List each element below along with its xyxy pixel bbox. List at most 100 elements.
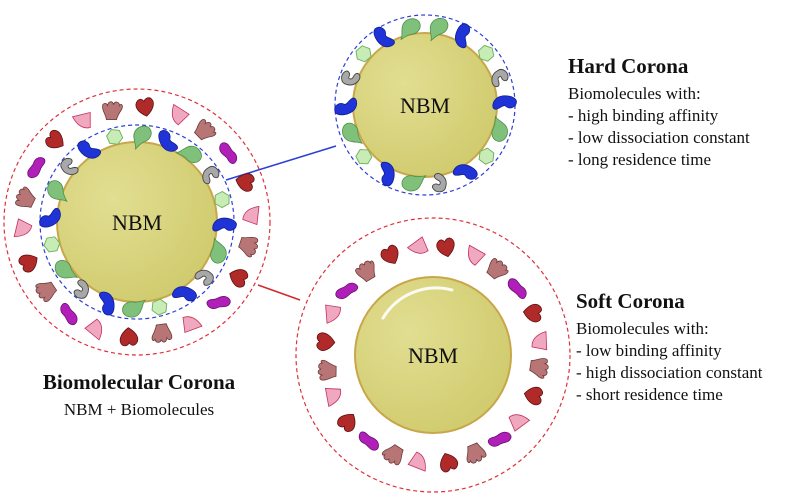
brown-molecule-icon [15, 186, 36, 208]
pink-molecule-icon [13, 218, 33, 238]
grey-molecule-icon [60, 157, 79, 175]
red-molecule-icon [436, 237, 455, 258]
soft-corona-connector [257, 284, 301, 301]
nbm-core-label: NBM [408, 343, 458, 368]
hexagon-molecule-icon [477, 44, 495, 62]
blue-molecule-icon [455, 23, 471, 49]
purple-molecule-icon [487, 431, 512, 447]
soft-corona-boundary [295, 217, 571, 493]
green-molecule-icon [175, 145, 202, 164]
soft-corona-title: Soft Corona [576, 289, 685, 313]
green-molecule-icon [400, 18, 421, 41]
brown-molecule-icon [102, 101, 123, 120]
blue-molecule-icon [39, 208, 61, 228]
pink-molecule-icon [407, 451, 426, 472]
hexagon-molecule-icon [43, 236, 61, 253]
green-molecule-icon [54, 259, 79, 279]
outer-soft-boundary [3, 88, 271, 356]
hard-corona-molecules [334, 18, 517, 193]
blue-molecule-icon [158, 130, 178, 152]
red-molecule-icon [235, 173, 255, 192]
red-molecule-icon [523, 386, 544, 406]
red-molecule-icon [380, 244, 399, 264]
list-item: - low binding affinity [576, 341, 722, 360]
brown-molecule-icon [194, 119, 217, 141]
brown-molecule-icon [466, 442, 487, 464]
grey-molecule-icon [341, 70, 361, 86]
green-molecule-icon [210, 237, 227, 264]
green-molecule-icon [133, 125, 152, 151]
hexagon-molecule-icon [151, 298, 168, 316]
green-molecule-icon [342, 122, 363, 145]
pink-molecule-icon [71, 111, 91, 129]
soft-corona-intro: Biomolecules with: [576, 319, 709, 338]
blue-molecule-icon [334, 97, 358, 116]
purple-molecule-icon [219, 142, 238, 164]
biomolecular-corona-title: Biomolecular Corona [42, 370, 236, 394]
brown-molecule-icon [355, 260, 376, 283]
blue-molecule-icon [380, 161, 395, 187]
list-item: - high dissociation constant [576, 363, 763, 382]
blue-molecule-icon [172, 286, 198, 302]
purple-molecule-icon [507, 278, 527, 299]
purple-molecule-icon [27, 157, 46, 179]
pink-molecule-icon [84, 318, 103, 341]
green-molecule-icon [491, 115, 508, 142]
green-molecule-icon [401, 175, 427, 192]
grey-molecule-icon [432, 173, 447, 193]
soft-corona-description: Soft Corona Biomolecules with: - low bin… [576, 289, 763, 406]
brown-molecule-icon [317, 359, 337, 381]
grey-molecule-icon [491, 69, 509, 88]
blue-molecule-icon [452, 164, 478, 180]
red-molecule-icon [229, 269, 249, 288]
red-molecule-icon [119, 327, 139, 347]
pink-molecule-icon [171, 103, 190, 126]
soft-corona-group: NBM [295, 217, 571, 493]
purple-molecule-icon [335, 282, 359, 300]
hard-corona-description: Hard Corona Biomolecules with: - high bi… [568, 54, 750, 171]
grey-molecule-icon [202, 166, 220, 185]
pink-molecule-icon [182, 316, 203, 334]
red-molecule-icon [45, 129, 64, 149]
nbm-core [354, 276, 512, 434]
red-molecule-icon [522, 303, 542, 323]
brown-molecule-icon [381, 444, 404, 466]
brown-molecule-icon [238, 236, 259, 258]
red-molecule-icon [135, 97, 154, 117]
hard-corona-points: - high binding affinity - low dissociati… [568, 105, 750, 171]
hard-corona-group: NBM [334, 14, 517, 196]
purple-molecule-icon [358, 431, 379, 451]
purple-molecule-icon [206, 296, 231, 310]
pink-molecule-icon [324, 388, 342, 407]
pink-molecule-icon [325, 304, 341, 324]
red-molecule-icon [337, 414, 356, 433]
pink-molecule-icon [531, 330, 548, 351]
purple-molecule-icon [60, 302, 78, 326]
red-molecule-icon [316, 332, 336, 351]
brown-molecule-icon [35, 281, 58, 303]
blue-molecule-icon [212, 217, 237, 232]
hard-corona-title: Hard Corona [568, 54, 689, 78]
blue-molecule-icon [373, 26, 395, 48]
list-item: - high binding affinity [568, 106, 719, 125]
green-molecule-icon [47, 180, 68, 203]
list-item: - short residence time [576, 385, 723, 404]
soft-corona-points: - low binding affinity - high dissociati… [576, 340, 763, 406]
pink-molecule-icon [467, 244, 486, 266]
biomolecular-corona-subtitle: NBM + Biomolecules [63, 400, 215, 419]
red-molecule-icon [18, 254, 38, 273]
biomolecular-corona-group: NBM [3, 88, 271, 356]
brown-molecule-icon [529, 358, 549, 379]
core-highlight [381, 286, 454, 320]
soft-corona-molecules [13, 97, 260, 347]
green-molecule-icon [122, 299, 147, 318]
pink-molecule-icon [406, 236, 429, 254]
biomolecular-corona-caption: Biomolecular Corona NBM + Biomolecules [0, 370, 278, 421]
list-item: - low dissociation constant [568, 128, 750, 147]
soft-corona-molecules [316, 236, 549, 473]
list-item: - long residence time [568, 150, 712, 169]
hexagon-molecule-icon [106, 129, 124, 145]
blue-molecule-icon [98, 291, 115, 316]
